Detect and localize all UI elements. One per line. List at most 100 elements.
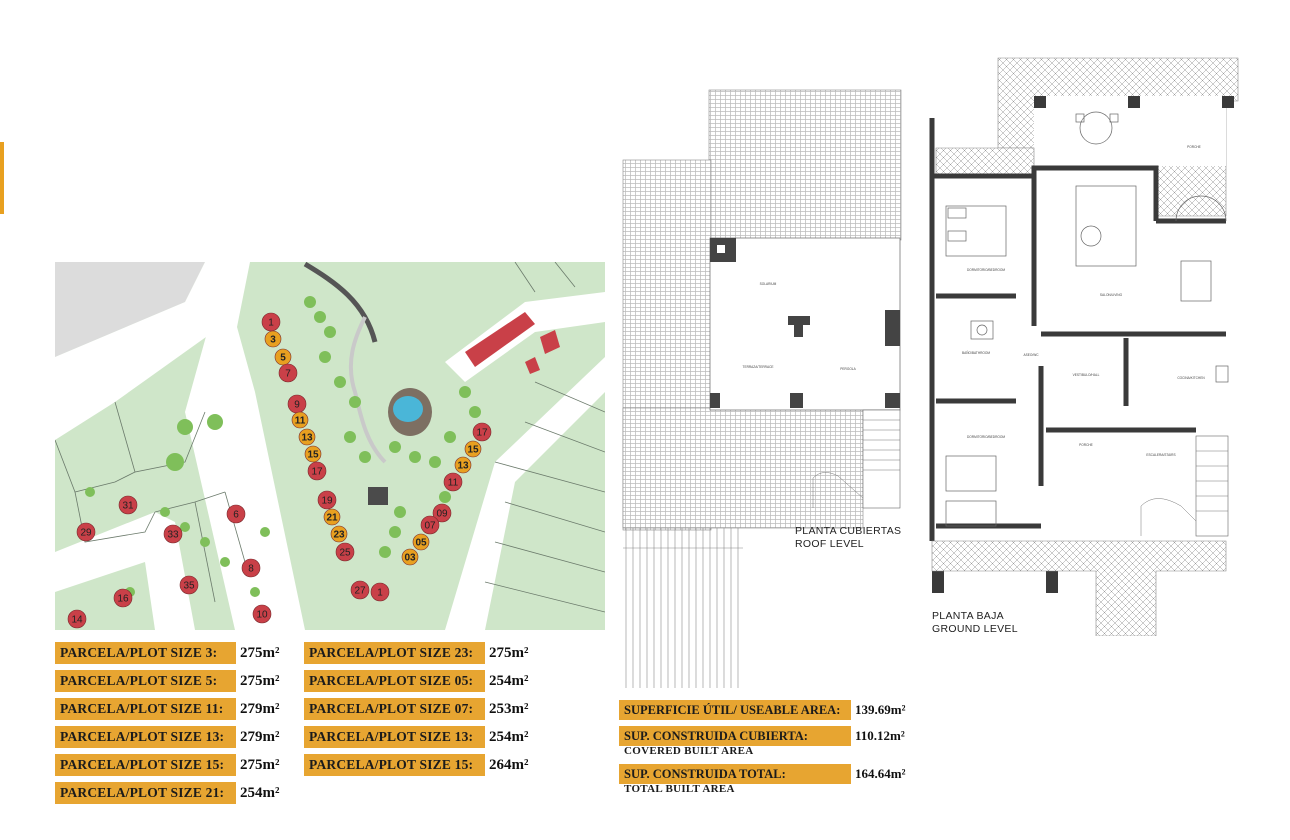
plot-marker [420,515,440,535]
plot-marker [330,525,348,543]
plot-size-value: 275m² [240,672,280,689]
ground-level-plan: PORCHE DORMITORIO/BEDROOM SALON/LIVING B… [926,56,1242,637]
plot-marker [67,609,87,629]
plot-marker [317,490,337,510]
plot-marker [291,411,309,429]
covered-area-value: 110.12m² [855,728,905,743]
plot-marker-label: 13 [457,461,469,472]
accent-bar [0,142,4,214]
plot-marker-label: 3 [270,335,276,346]
room-label-living: SALON/LIVING [1100,293,1123,297]
plot-size-value: 279m² [240,728,280,745]
plot-size-row: PARCELA/PLOT SIZE 13:279m² [55,726,280,748]
plot-marker [370,582,390,602]
room-label-wc: ASEO/WC [1023,353,1039,357]
plot-size-value: 254m² [489,728,529,745]
plot-marker-label: 17 [476,428,488,439]
total-area-label: SUP. CONSTRUIDA TOTAL: [619,764,851,784]
pool [393,396,423,422]
plot-size-label: PARCELA/PLOT SIZE 3: [55,642,236,664]
plot-size-value: 275m² [240,756,280,773]
ground-plan-caption: PLANTA BAJA GROUND LEVEL [932,610,1018,636]
plot-marker [113,588,133,608]
ground-plan-drawing: PORCHE DORMITORIO/BEDROOM SALON/LIVING B… [929,57,1239,637]
plot-marker-label: 1 [268,318,274,329]
total-area-sublabel: TOTAL BUILT AREA [624,783,735,795]
plot-marker-label: 33 [167,530,179,541]
plot-size-label: PARCELA/PLOT SIZE 11: [55,698,236,720]
room-label-bedroom-2: DORMITORIO/BEDROOM [967,435,1005,439]
plot-size-label: PARCELA/PLOT SIZE 15: [55,754,236,776]
grey-zone [55,262,205,357]
roof-plan-drawing: SOLARIUM TERRAZA/TERRACE PERGOLA [622,89,902,688]
room-label-porch-bottom: PORCHE [1079,443,1093,447]
plot-marker [432,503,452,523]
total-area-value: 164.64m² [855,766,906,781]
roof-plan-caption: PLANTA CUBIERTAS ROOF LEVEL [795,525,901,551]
plot-size-value: 254m² [240,784,280,801]
road [185,262,305,630]
plot-marker [472,422,492,442]
room-label-kitchen: COCINA/KITCHEN [1177,376,1205,380]
plot-size-row: PARCELA/PLOT SIZE 11:279m² [55,698,280,720]
plot-size-label: PARCELA/PLOT SIZE 07: [304,698,485,720]
plot-size-row: PARCELA/PLOT SIZE 15:275m² [55,754,280,776]
plot-marker-label: 03 [404,553,416,564]
useable-area-row: SUPERFICIE ÚTIL/ USEABLE AREA: 139.69m² [619,700,905,720]
plot-size-value: 253m² [489,700,529,717]
plot-marker [412,533,430,551]
ground-caption-line2: GROUND LEVEL [932,623,1018,635]
useable-area-label: SUPERFICIE ÚTIL/ USEABLE AREA: [619,700,851,720]
road [445,357,605,630]
plot-marker [350,580,370,600]
plot-marker-label: 27 [354,586,366,597]
plot-size-label: PARCELA/PLOT SIZE 15: [304,754,485,776]
plot-marker-label: 6 [233,510,239,521]
plot-marker-label: 07 [424,521,436,532]
plot-marker-label: 5 [280,353,286,364]
plot-size-label: PARCELA/PLOT SIZE 13: [55,726,236,748]
plot-size-label: PARCELA/PLOT SIZE 05: [304,670,485,692]
plot-marker-label: 1 [377,588,383,599]
plot-marker [252,604,272,624]
plot-size-row: PARCELA/PLOT SIZE 3:275m² [55,642,280,664]
plot-size-row: PARCELA/PLOT SIZE 23:275m² [304,642,529,664]
plot-size-row: PARCELA/PLOT SIZE 15:264m² [304,754,529,776]
plot-marker [278,363,298,383]
plot-size-label: PARCELA/PLOT SIZE 13: [304,726,485,748]
plot-size-value: 275m² [489,644,529,661]
useable-area-value: 139.69m² [855,702,906,717]
room-label-stairs: ESCALERA/STAIRS [1146,453,1175,457]
covered-area-row: SUP. CONSTRUIDA CUBIERTA: 110.12m² [619,726,905,746]
plot-marker [307,461,327,481]
plot-marker-label: 15 [467,445,479,456]
room-label-bathroom: BAÑO/BATHROOM [962,350,990,355]
plot-marker [323,508,341,526]
plot-marker [76,522,96,542]
plot-marker-label: 31 [122,501,134,512]
plot-marker-label: 11 [448,478,459,489]
plot-marker [298,428,316,446]
plot-marker [335,542,355,562]
plot-marker-label: 7 [285,369,291,380]
plot-marker [274,348,292,366]
pavilion [368,487,388,505]
plot-marker-label: 17 [311,467,323,478]
plot-size-label: PARCELA/PLOT SIZE 21: [55,782,236,804]
plot-size-row: PARCELA/PLOT SIZE 13:254m² [304,726,529,748]
room-label-hall: VESTIBULO/HALL [1073,373,1100,377]
plot-size-label: PARCELA/PLOT SIZE 5: [55,670,236,692]
plot-marker [264,330,282,348]
plot-size-value: 279m² [240,700,280,717]
plot-marker-label: 23 [333,530,345,541]
ground-caption-line1: PLANTA BAJA [932,610,1004,622]
total-area-row: SUP. CONSTRUIDA TOTAL: 164.64m² [619,764,905,784]
road [55,262,245,440]
plot-marker-label: 13 [301,433,313,444]
plot-marker-label: 16 [117,594,129,605]
plot-size-label: PARCELA/PLOT SIZE 23: [304,642,485,664]
plot-marker-label: 10 [256,610,268,621]
plot-marker-label: 29 [80,528,92,539]
